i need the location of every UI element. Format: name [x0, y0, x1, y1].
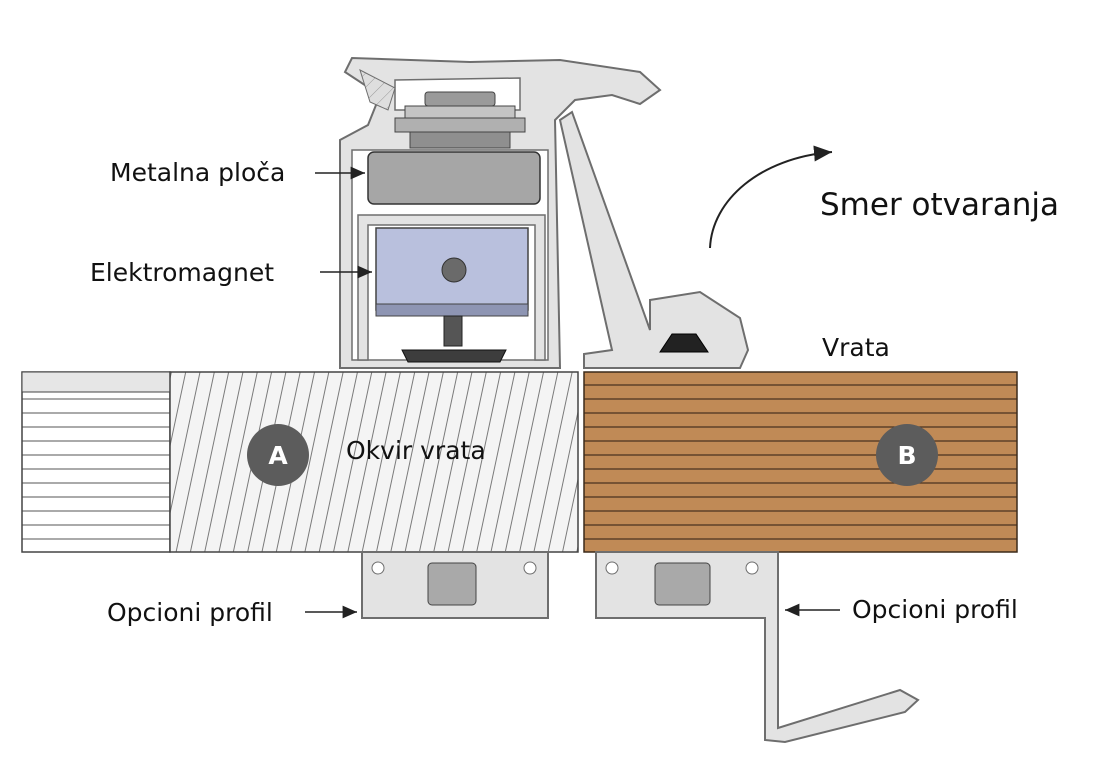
- label-door: Vrata: [822, 333, 890, 362]
- label-electromagnet: Elektromagnet: [90, 258, 274, 287]
- wall-left: [21, 371, 171, 553]
- screw-assembly-top: [394, 91, 526, 149]
- badge-b: B: [876, 424, 938, 486]
- opening-direction-arrow: [709, 145, 833, 249]
- label-optional-profile-left: Opcioni profil: [107, 598, 273, 627]
- door-side-profile: [558, 110, 750, 369]
- metal-plate: [367, 151, 541, 205]
- pointer-arrows: [305, 166, 840, 619]
- electromagnet-bracket: [357, 214, 546, 361]
- label-opening-direction: Smer otvaranja: [820, 187, 1060, 223]
- door-wood-block: [583, 371, 1018, 553]
- label-optional-profile-right: Opcioni profil: [852, 595, 1018, 624]
- door-frame-block: [169, 371, 579, 553]
- optional-profile-right-shape: [595, 551, 920, 744]
- label-metal-plate: Metalna ploča: [110, 158, 286, 187]
- electromagnet-body: [375, 227, 529, 317]
- optional-profile-left-shape: [361, 551, 549, 619]
- badge-a: A: [247, 424, 309, 486]
- label-door-frame: Okvir vrata: [346, 436, 486, 465]
- mounting-bolt: [401, 315, 507, 363]
